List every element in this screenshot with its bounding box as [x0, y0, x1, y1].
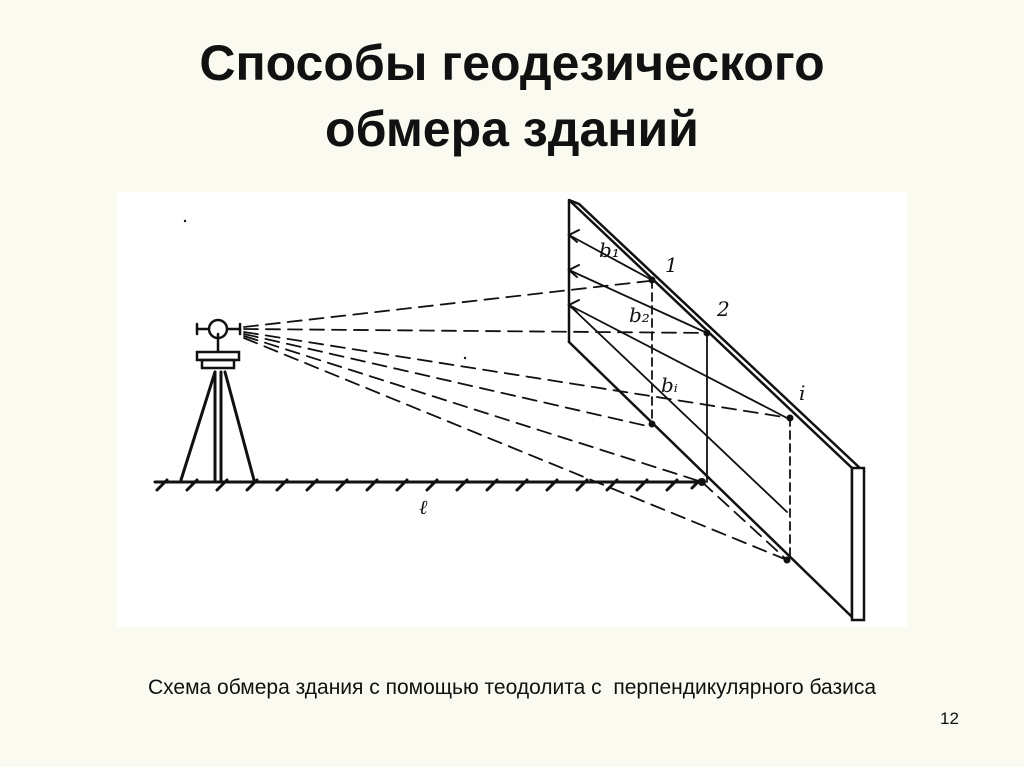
measurement-diagram: b₁ b₂ bᵢ 1 2 i ℓ — [117, 192, 907, 627]
label-b1: b₁ — [599, 238, 620, 262]
slide-title: Способы геодезического обмера зданий — [0, 30, 1024, 162]
label-base-length: ℓ — [419, 495, 428, 519]
page-number: 12 — [940, 709, 959, 728]
theodolite-icon — [179, 318, 256, 482]
slide-title-line-2: обмера зданий — [325, 101, 699, 157]
label-point-2: 2 — [716, 297, 730, 321]
label-b2: b₂ — [629, 303, 650, 327]
slide-caption: Схема обмера здания с помощью теодолита … — [148, 676, 876, 699]
label-point-i: i — [799, 381, 805, 405]
slide-title-line-1: Способы геодезического — [199, 35, 825, 91]
building-wall — [567, 198, 867, 622]
sight-lines — [243, 280, 791, 561]
arrowheads — [567, 229, 580, 313]
ground-line — [153, 478, 704, 492]
label-point-1: 1 — [665, 253, 678, 277]
measured-points — [183, 219, 794, 564]
label-bi: bᵢ — [661, 373, 678, 397]
offset-lines — [568, 234, 788, 513]
vertical-lines — [651, 279, 791, 561]
